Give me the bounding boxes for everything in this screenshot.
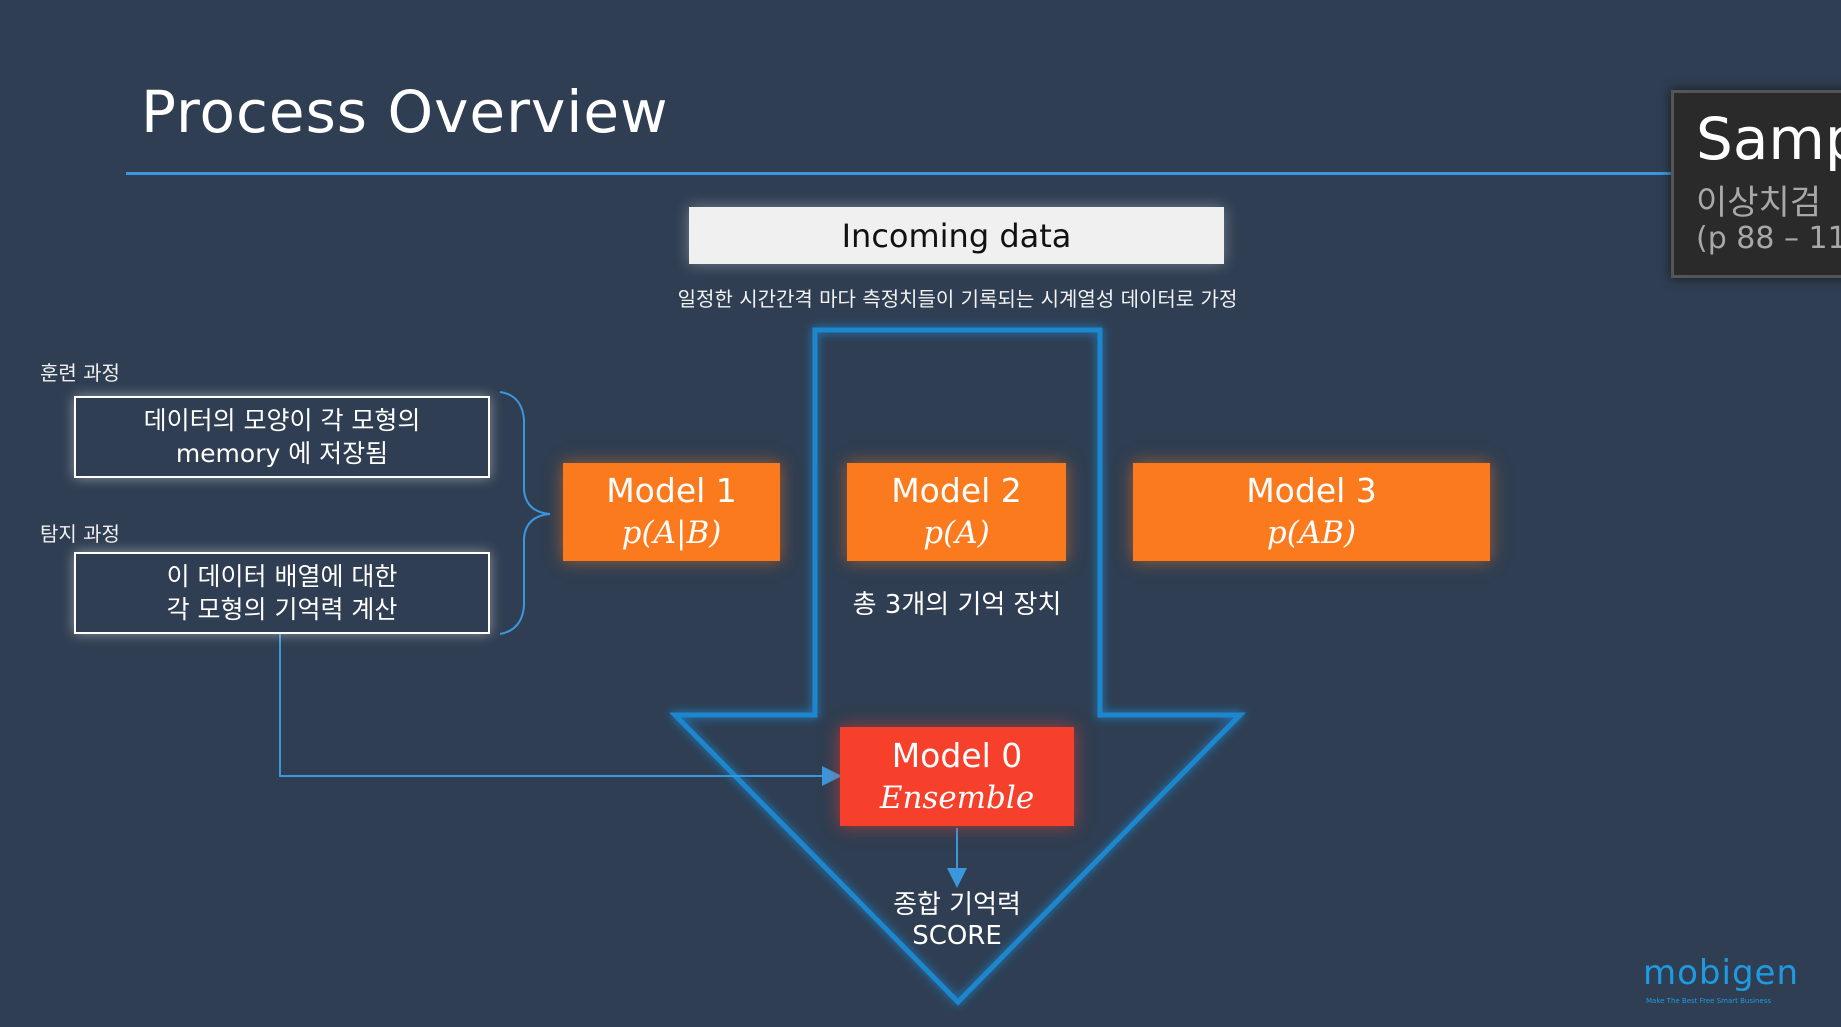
model-3-formula: p(AB) xyxy=(1266,515,1357,551)
detection-box: 이 데이터 배열에 대한 각 모형의 기억력 계산 xyxy=(74,552,490,634)
sample-side-panel: Samp 이상치검 (p 88 – 11 xyxy=(1671,90,1841,278)
training-box: 데이터의 모양이 각 모형의 memory 에 저장됨 xyxy=(74,396,490,478)
slide-title: Process Overview xyxy=(141,78,669,146)
incoming-data-box: Incoming data xyxy=(689,207,1224,264)
model-1-name: Model 1 xyxy=(606,471,737,510)
score-line2: SCORE xyxy=(912,921,1002,951)
flow-arrow-outline xyxy=(669,327,1246,1006)
training-box-line2: memory 에 저장됨 xyxy=(175,439,389,468)
model-3-name: Model 3 xyxy=(1246,471,1377,510)
detection-connector xyxy=(279,632,842,786)
side-panel-title: Samp xyxy=(1696,105,1841,173)
model-1-formula: p(A|B) xyxy=(621,515,722,551)
model-1-box: Model 1 p(A|B) xyxy=(563,463,780,561)
model-2-formula: p(A) xyxy=(923,515,990,551)
model-2-name: Model 2 xyxy=(891,471,1022,510)
detection-box-line1: 이 데이터 배열에 대한 xyxy=(166,562,398,591)
incoming-data-caption: 일정한 시간간격 마다 측정치들이 기록되는 시계열성 데이터로 가정 xyxy=(677,287,1238,311)
detection-label: 탐지 과정 xyxy=(40,522,120,546)
side-panel-pages: (p 88 – 11 xyxy=(1696,221,1841,256)
model-2-box: Model 2 p(A) xyxy=(847,463,1066,561)
side-panel-subtitle: 이상치검 xyxy=(1696,183,1822,223)
mobigen-tagline: Make The Best Free Smart Business xyxy=(1646,997,1771,1005)
mobigen-logo: mobigen xyxy=(1643,953,1799,993)
model-3-box: Model 3 p(AB) xyxy=(1133,463,1490,561)
ensemble-name: Model 0 xyxy=(891,735,1023,775)
brace-icon xyxy=(499,391,551,635)
training-box-line1: 데이터의 모양이 각 모형의 xyxy=(143,406,421,435)
score-line1: 종합 기억력 xyxy=(893,890,1021,920)
ensemble-formula: Ensemble xyxy=(879,779,1035,816)
score-label: 종합 기억력 SCORE xyxy=(807,890,1107,952)
title-divider xyxy=(126,172,1686,175)
training-label: 훈련 과정 xyxy=(40,361,120,385)
ensemble-box: Model 0 Ensemble xyxy=(840,727,1074,826)
detection-box-line2: 각 모형의 기억력 계산 xyxy=(166,595,398,624)
memory-caption: 총 3개의 기억 장치 xyxy=(852,590,1062,620)
